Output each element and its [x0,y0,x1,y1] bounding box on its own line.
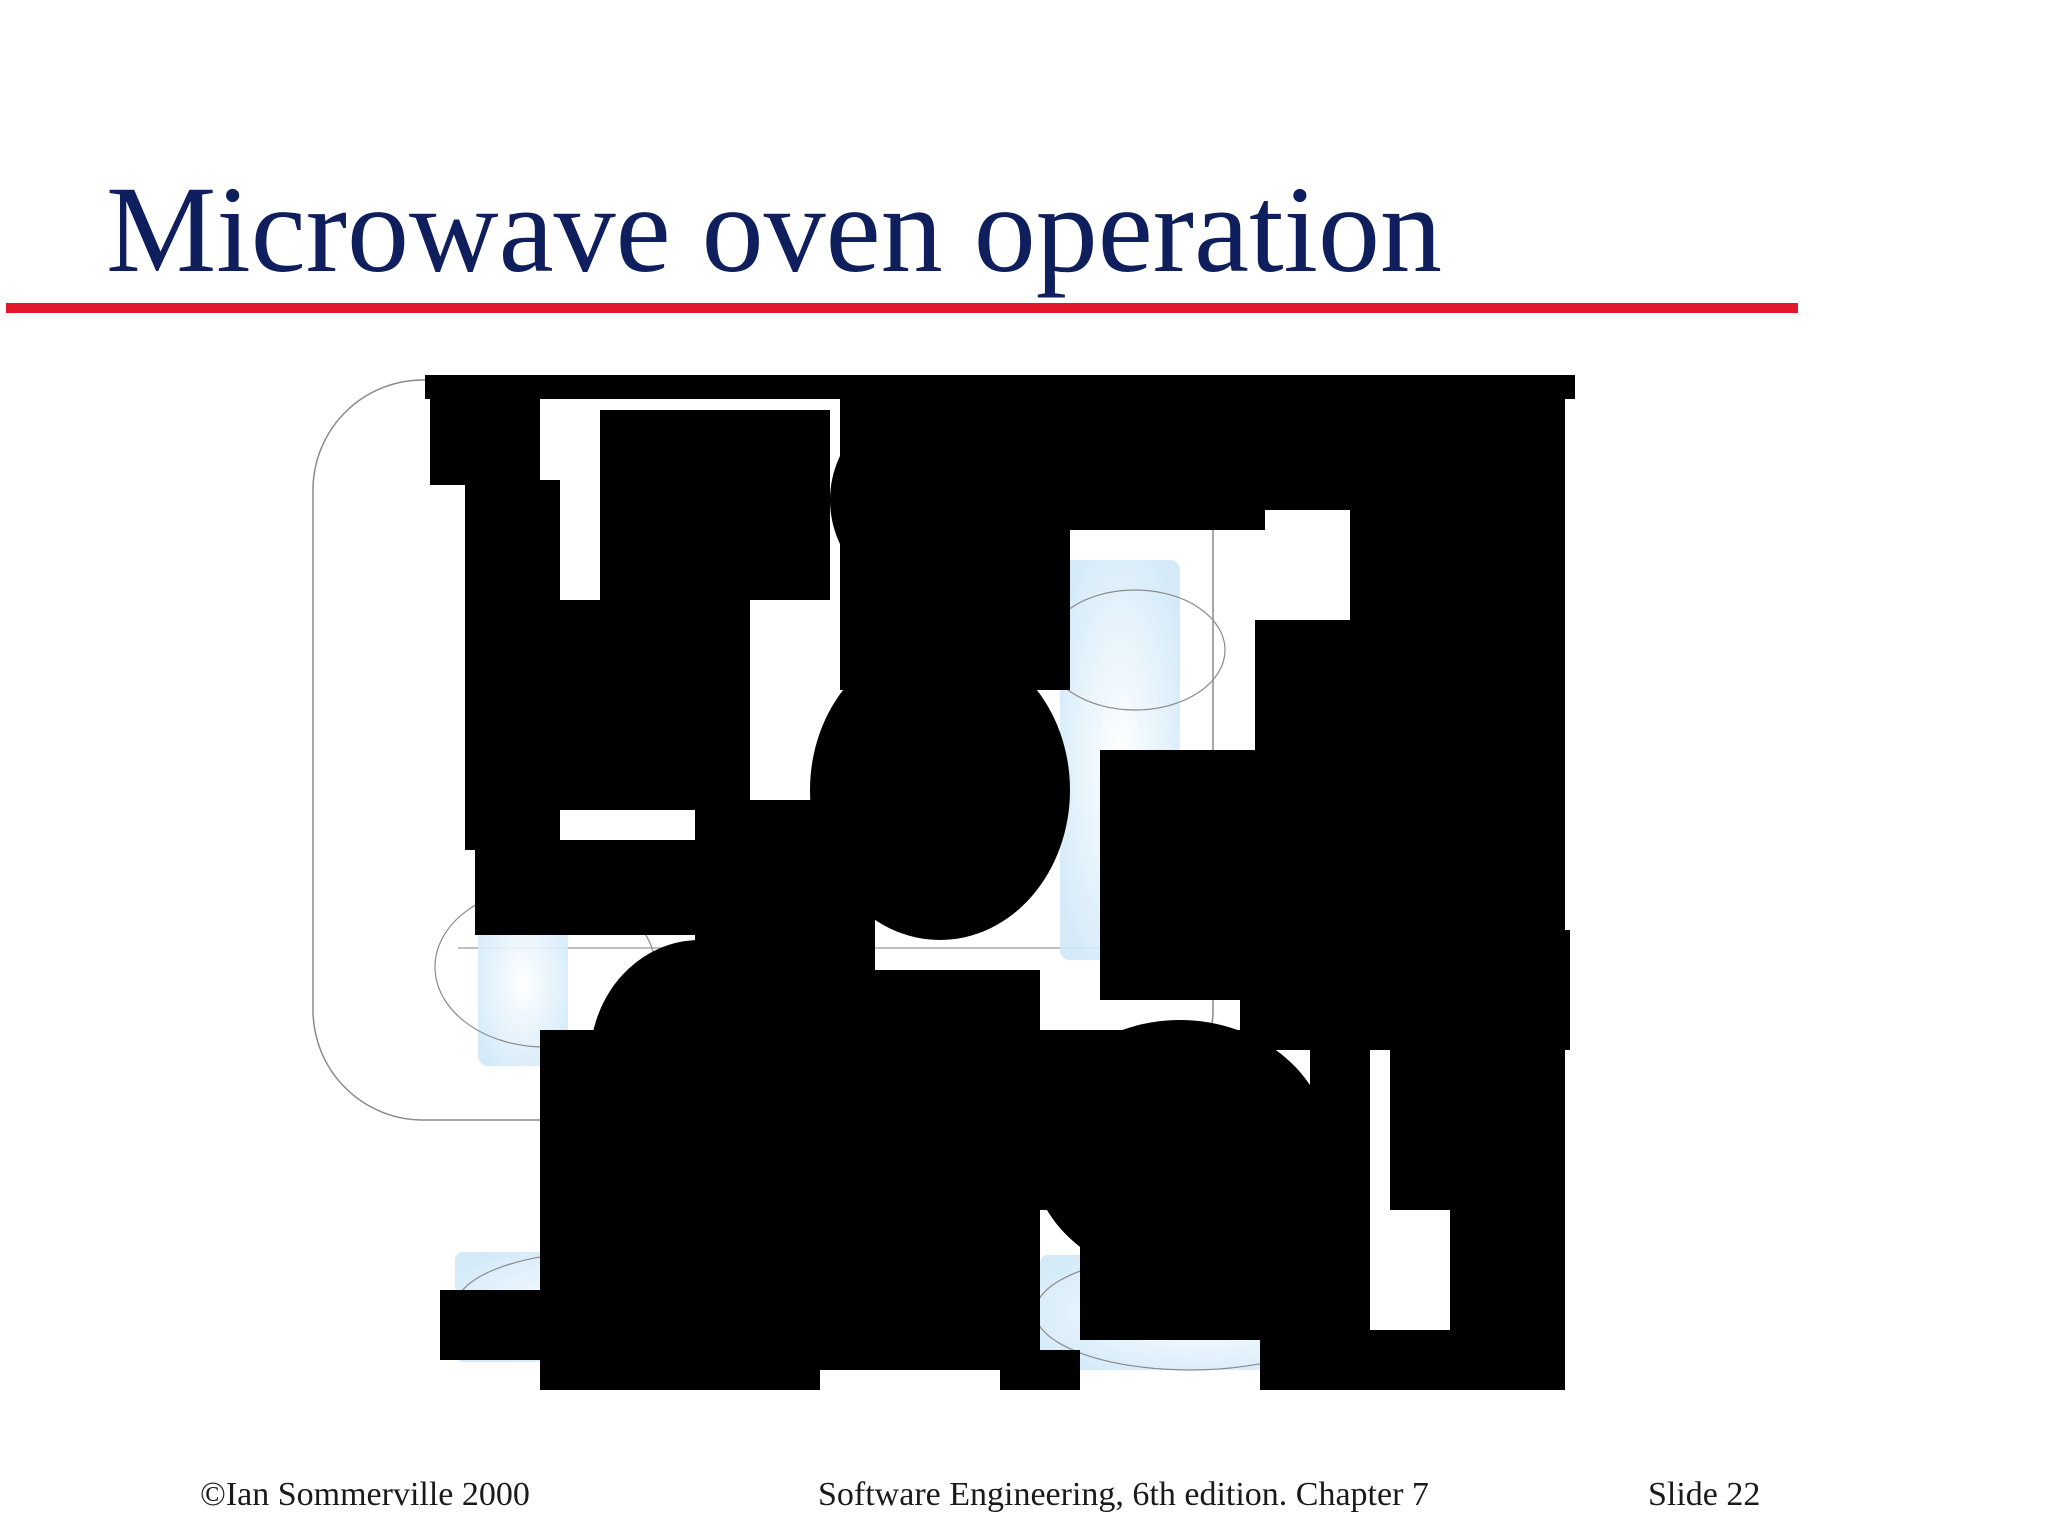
glyph-artifact [425,375,1575,1390]
state-glow-left [478,898,568,1066]
footer-copyright: ©Ian Sommerville 2000 [200,1476,530,1513]
footer-slide-number: Slide 22 [1648,1476,1761,1513]
slide-title: Microwave oven operation [106,161,1442,298]
statechart-diagram [300,370,1580,1390]
title-divider [6,303,1798,313]
footer-book-title: Software Engineering, 6th edition. Chapt… [818,1476,1429,1513]
